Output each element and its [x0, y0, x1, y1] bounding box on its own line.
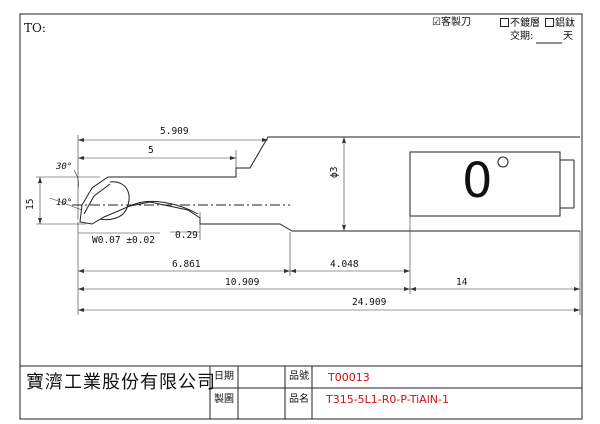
dim-5909: 5.909 — [160, 126, 189, 137]
delivery-label: 交期: — [510, 31, 534, 42]
tip-flute — [99, 181, 130, 221]
option-aluminum-titanium-label: 鋁鈦 — [555, 18, 575, 29]
angle-10: 10° — [56, 198, 73, 208]
item-name-value: T315-5L1-R0-P-TiAlN-1 — [326, 393, 449, 406]
option-customer[interactable]: ☑客製刀 — [432, 18, 471, 28]
shank-body — [409, 151, 561, 217]
angle-leader-10 — [49, 197, 83, 211]
angle-30: 30° — [56, 162, 73, 172]
to-label: TO: — [24, 21, 46, 35]
dim-phi3: ϕ3 — [329, 166, 340, 178]
sheet-border — [19, 13, 583, 420]
checkbox-icon — [500, 18, 509, 27]
angle-arc-30 — [73, 169, 79, 189]
shank-mark: 0 — [462, 153, 493, 209]
option-no-coating[interactable]: 不鍍層 — [500, 18, 540, 29]
dim-w007: W0.07 ±0.02 — [92, 235, 155, 246]
item-no-label: 品號 — [289, 371, 309, 382]
tool-outline — [79, 136, 580, 232]
dim-14: 14 — [456, 277, 468, 288]
dim-10909: 10.909 — [225, 277, 260, 288]
option-aluminum-titanium[interactable]: 鋁鈦 — [545, 18, 575, 29]
delivery-unit: 天 — [563, 31, 573, 42]
company-name: 寶濟工業股份有限公司 — [26, 372, 216, 393]
draw-label: 製圖 — [214, 394, 234, 405]
dim-029: 0.29 — [175, 230, 198, 241]
dim-15: 15 — [25, 198, 36, 210]
dim-24909: 24.909 — [352, 297, 387, 308]
option-customer-label: 客製刀 — [440, 17, 471, 28]
dim-5: 5 — [148, 145, 154, 156]
degree-circle — [497, 156, 509, 168]
option-no-coating-label: 不鍍層 — [510, 18, 540, 29]
date-label: 日期 — [214, 371, 234, 382]
back-taper — [129, 200, 199, 215]
dim-4048: 4.048 — [330, 259, 359, 270]
dim-6861: 6.861 — [172, 259, 201, 270]
checked-box-icon: ☑ — [432, 17, 441, 28]
item-no-value: T00013 — [328, 371, 370, 384]
item-name-label: 品名 — [289, 394, 309, 405]
tip-relief — [83, 183, 111, 215]
checkbox-icon — [545, 18, 554, 27]
